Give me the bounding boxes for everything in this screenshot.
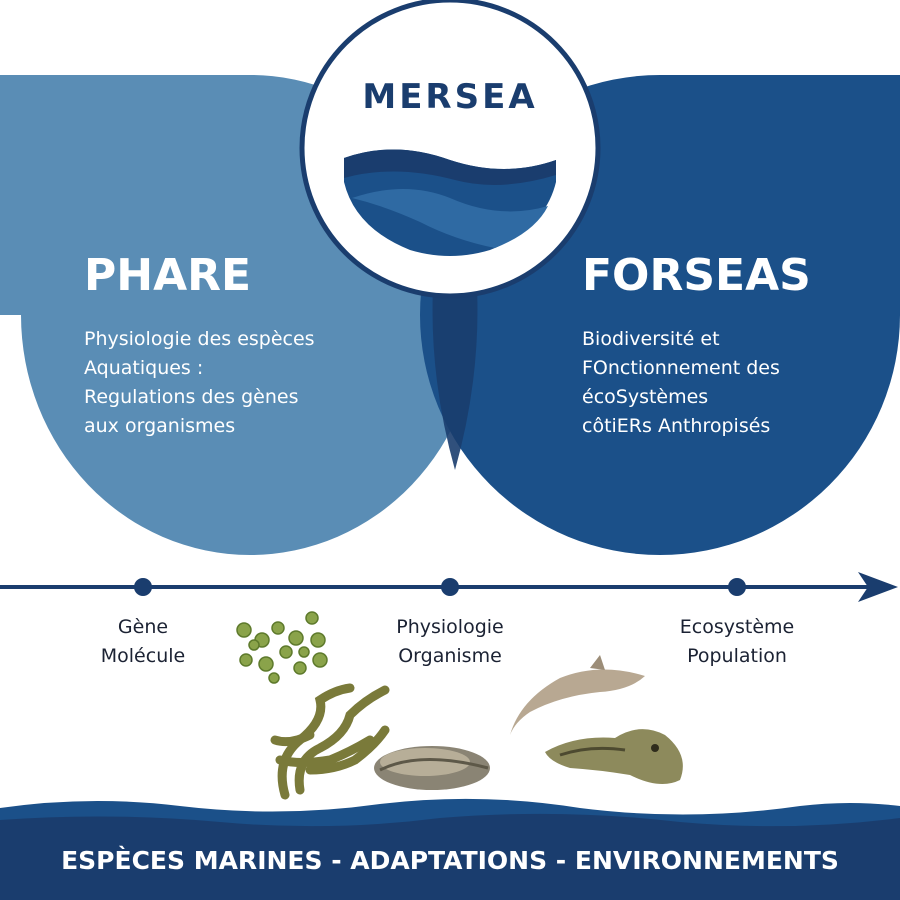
timeline-dot-gene bbox=[134, 578, 152, 596]
phare-title: PHARE bbox=[84, 250, 252, 301]
timeline-label-line: Population bbox=[687, 645, 787, 667]
footer-tagline: ESPÈCES MARINES - ADAPTATIONS - ENVIRONN… bbox=[61, 846, 839, 875]
phare-description: Physiologie des espèces Aquatiques : Reg… bbox=[84, 325, 315, 441]
footer-wave-dark bbox=[0, 813, 900, 900]
mersea-logo-text: MERSEA bbox=[362, 77, 538, 117]
forseas-line: FOnctionnement des bbox=[582, 357, 780, 379]
timeline-dot-ecosysteme bbox=[728, 578, 746, 596]
forseas-title: FORSEAS bbox=[582, 250, 811, 301]
cuttlefish-illustration bbox=[545, 729, 683, 784]
seaweed-illustration bbox=[270, 683, 390, 800]
phare-shape-left-edge bbox=[0, 75, 250, 315]
timeline-arrow-icon bbox=[858, 572, 898, 602]
timeline-label-line: Physiologie bbox=[396, 616, 504, 638]
mersea-wave-icon bbox=[344, 149, 556, 256]
oyster-illustration bbox=[374, 746, 490, 790]
forseas-line: Biodiversité et bbox=[582, 328, 720, 350]
forseas-description: Biodiversité et FOnctionnement des écoSy… bbox=[582, 325, 780, 441]
timeline-label-ecosysteme: Ecosystème Population bbox=[662, 613, 812, 671]
forseas-line: écoSystèmes bbox=[582, 386, 709, 408]
phare-line: Regulations des gènes bbox=[84, 386, 299, 408]
phare-line: Physiologie des espèces bbox=[84, 328, 315, 350]
phare-line: Aquatiques : bbox=[84, 357, 204, 379]
timeline-label-line: Molécule bbox=[100, 645, 186, 667]
forseas-line: côtiERs Anthropisés bbox=[582, 415, 771, 437]
timeline-label-line: Ecosystème bbox=[679, 616, 795, 638]
timeline-dot-physiologie bbox=[441, 578, 459, 596]
timeline-label-gene: Gène Molécule bbox=[73, 613, 213, 671]
shark-illustration bbox=[510, 655, 645, 735]
timeline-label-line: Organisme bbox=[398, 645, 502, 667]
timeline-label-physiologie: Physiologie Organisme bbox=[375, 613, 525, 671]
phare-line: aux organismes bbox=[84, 415, 236, 437]
microalgae-illustration bbox=[236, 611, 328, 684]
timeline-label-line: Gène bbox=[117, 616, 169, 638]
